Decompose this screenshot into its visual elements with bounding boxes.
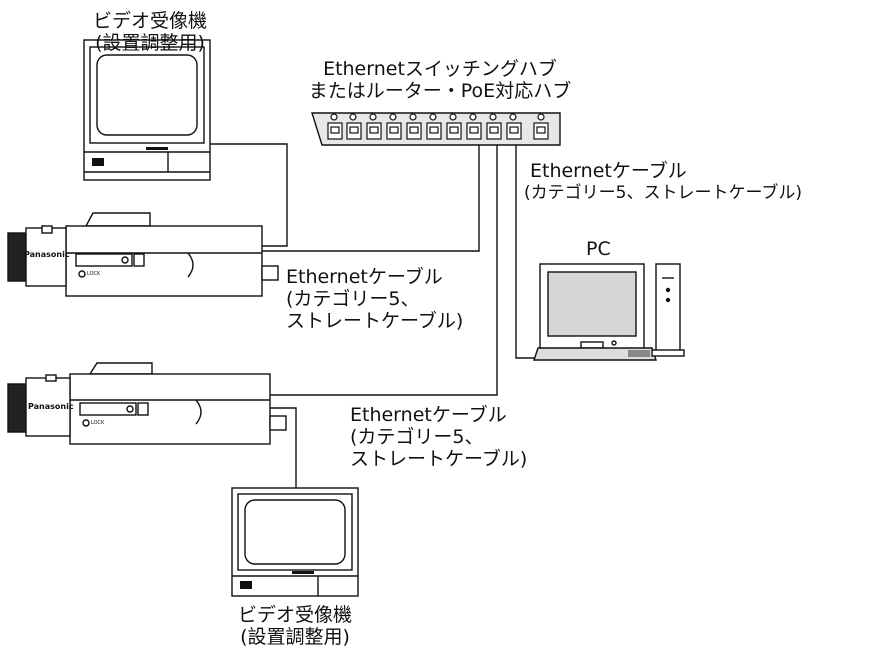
ethernet-cable-camera1 (262, 144, 480, 252)
video-monitor-top (83, 39, 211, 181)
video-monitor-bottom (231, 487, 359, 597)
brand-logo (292, 571, 314, 574)
video-cable-bottom (270, 407, 297, 488)
power-switch-icon (240, 581, 252, 589)
hub-label: Ethernetスイッチングハブ またはルーター・PoE対応ハブ (308, 58, 572, 102)
camera-1-lock-label: LOCK (87, 271, 101, 277)
ethernet-cable-camera2 (270, 144, 498, 396)
cable-camera2-label: Ethernetケーブル (カテゴリー5、 ストレートケーブル) (350, 404, 528, 470)
monitor-bottom-label: ビデオ受像機 (設置調整用) (237, 604, 352, 648)
camera-1-brand: Panasonic (24, 250, 70, 259)
cable-camera1-label: Ethernetケーブル (カテゴリー5、 ストレートケーブル) (286, 266, 464, 332)
network-camera-1 (7, 212, 279, 297)
camera-2-lock-label: LOCK (91, 420, 105, 426)
camera-2-brand: Panasonic (28, 402, 74, 411)
ethernet-hub (311, 112, 561, 146)
cable-pc-label: Ethernetケーブル (カテゴリー5、ストレートケーブル) (524, 160, 803, 203)
pc (533, 263, 685, 361)
power-switch-icon (92, 158, 104, 166)
brand-logo (146, 147, 168, 150)
monitor-top-label: ビデオ受像機 (設置調整用) (92, 10, 207, 54)
network-camera-2 (7, 362, 287, 445)
video-cable-top (210, 143, 288, 247)
pc-label: PC (586, 238, 611, 260)
hub-ports (327, 113, 549, 140)
cables (210, 143, 540, 488)
ethernet-cable-pc (515, 144, 540, 359)
